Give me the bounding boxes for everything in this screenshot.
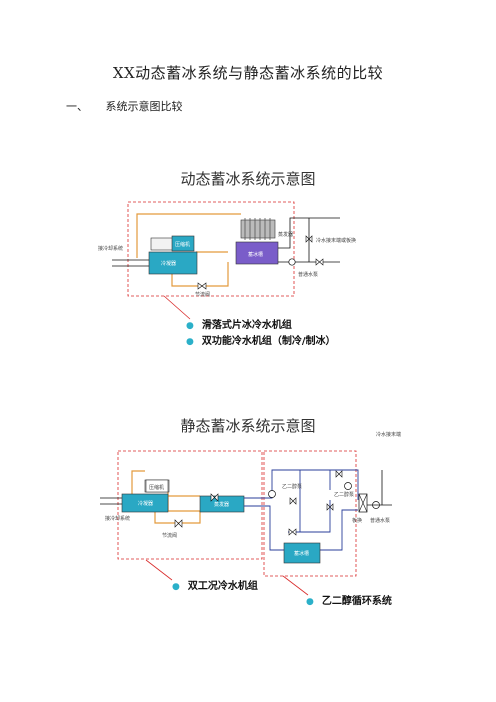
static-frame-chiller — [117, 450, 263, 560]
static-label-hx: 板换 — [352, 517, 362, 524]
evaporator-shape — [240, 219, 276, 239]
static-label-glycol-pump-2: 乙二醇泵 — [334, 491, 354, 498]
label-chilled: 冷水接末端或板换 — [316, 237, 356, 244]
static-bullet-2: ●乙二醇循环系统 — [306, 596, 392, 607]
label-valve: 节流阀 — [195, 291, 210, 298]
dynamic-bullet-1: ●滑落式片冰冷水机组 — [186, 320, 292, 331]
section-heading: 一、 系统示意图比较 — [66, 98, 183, 114]
throttle-valve-symbol — [197, 282, 207, 290]
static-frame-glycol — [263, 450, 357, 577]
static-label-cooling: 接冷却系统 — [105, 515, 130, 522]
label-compressor: 压缩机 — [175, 241, 190, 248]
static-bullet-1: ●双工况冷水机组 — [172, 581, 258, 592]
section-title: 系统示意图比较 — [105, 100, 183, 113]
label-cooling: 接冷却系统 — [98, 245, 123, 252]
static-label-compressor: 压缩机 — [149, 484, 164, 491]
static-label-evaporator: 蒸发器 — [214, 501, 229, 508]
label-tank: 蓄冰槽 — [248, 251, 263, 258]
dynamic-frame — [127, 201, 295, 297]
section-number: 一、 — [66, 100, 88, 113]
static-label-tank: 蓄冰槽 — [294, 550, 309, 557]
doc-title: XX动态蓄冰系统与静态蓄冰系统的比较 — [112, 64, 384, 82]
ice-tank-shape — [235, 241, 279, 265]
label-pump: 普通水泵 — [298, 271, 318, 278]
static-label-valve: 节流阀 — [162, 532, 177, 539]
dynamic-bullet-2: ●双功能冷水机组（制冷/制冰） — [186, 336, 336, 347]
static-label-condenser: 冷凝器 — [138, 500, 153, 507]
label-condenser: 冷凝器 — [161, 260, 176, 267]
static-label-chilled: 冷水接末端 — [376, 431, 401, 438]
static-label-pump: 普通水泵 — [370, 517, 390, 524]
dynamic-callout-line — [163, 295, 191, 320]
dynamic-diagram-title: 动态蓄冰系统示意图 — [180, 170, 316, 188]
static-diagram-title: 静态蓄冰系统示意图 — [180, 417, 316, 435]
static-label-glycol-pump: 乙二醇泵 — [282, 483, 302, 490]
label-evaporator: 蒸发器 — [278, 231, 293, 238]
condenser-shape — [148, 251, 198, 275]
dynamic-pump-symbol — [288, 258, 296, 266]
